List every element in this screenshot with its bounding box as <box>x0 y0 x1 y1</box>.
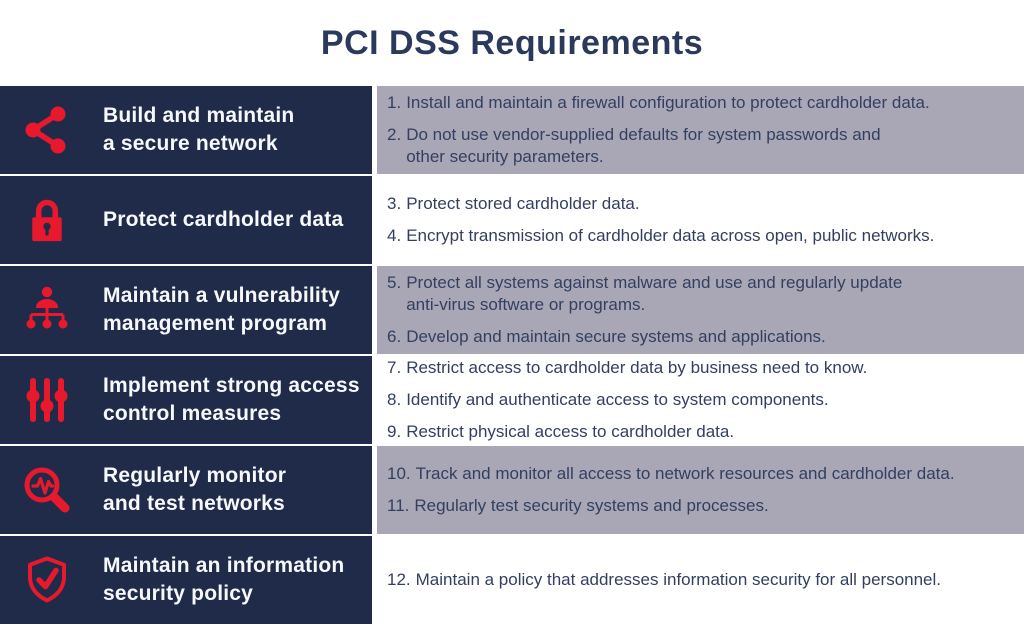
table-row: Maintain a vulnerability management prog… <box>0 266 1024 354</box>
category-cell: Maintain a vulnerability management prog… <box>0 266 372 354</box>
category-label: Build and maintain a secure network <box>103 104 295 155</box>
category-label: Maintain an information security policy <box>103 554 345 605</box>
requirement-text: Regularly test security systems and proc… <box>414 496 769 515</box>
requirement-item: 1. Install and maintain a firewall confi… <box>387 92 1020 114</box>
shield-check-icon <box>0 555 93 605</box>
requirements-cell: 5. Protect all systems against malware a… <box>377 266 1024 354</box>
requirement-item: 10. Track and monitor all access to netw… <box>387 463 1020 485</box>
requirement-text: Restrict access to cardholder data by bu… <box>406 358 868 378</box>
requirement-item: 8. Identify and authenticate access to s… <box>387 389 1020 411</box>
category-cell: Regularly monitor and test networks <box>0 446 372 534</box>
requirement-text: Restrict physical access to cardholder d… <box>406 421 735 441</box>
page-title: PCI DSS Requirements <box>320 23 704 62</box>
header: PCI DSS Requirements <box>0 0 1024 86</box>
requirement-number: 6. <box>387 326 402 346</box>
category-cell: Maintain an information security policy <box>0 536 372 624</box>
monitor-search-icon <box>0 465 93 515</box>
requirement-item: 7. Restrict access to cardholder data by… <box>387 357 1020 379</box>
category-cell: Build and maintain a secure network <box>0 86 372 174</box>
table-row: Regularly monitor and test networks 10. … <box>0 446 1024 534</box>
requirement-number: 12. <box>387 570 411 590</box>
requirements-cell: 3. Protect stored cardholder data. 4. En… <box>377 176 1024 264</box>
table-row: Maintain an information security policy … <box>0 536 1024 624</box>
category-label: Regularly monitor and test networks <box>103 464 287 515</box>
padlock-icon <box>0 195 93 245</box>
requirement-number: 8. <box>387 390 402 410</box>
requirement-number: 10. <box>387 464 411 484</box>
requirement-text: Encrypt transmission of cardholder data … <box>406 226 935 245</box>
category-cell: Implement strong access control measures <box>0 356 372 444</box>
requirement-item: 9. Restrict physical access to cardholde… <box>387 421 1020 443</box>
org-chart-person-icon <box>0 285 93 335</box>
table-row: Protect cardholder data 3. Protect store… <box>0 176 1024 264</box>
requirement-text: Protect all systems against malware and … <box>406 273 903 315</box>
requirement-item: 11. Regularly test security systems and … <box>387 495 1020 517</box>
share-network-icon <box>0 105 93 155</box>
requirement-text: Track and monitor all access to network … <box>415 464 955 484</box>
requirement-item: 6. Develop and maintain secure systems a… <box>387 326 1020 348</box>
requirement-text: Install and maintain a firewall configur… <box>406 93 930 113</box>
requirement-number: 2. <box>387 125 402 145</box>
category-label: Protect cardholder data <box>103 208 344 232</box>
requirement-number: 1. <box>387 93 402 113</box>
requirement-number: 4. <box>387 226 402 245</box>
requirements-cell: 1. Install and maintain a firewall confi… <box>377 86 1024 174</box>
requirements-cell: 10. Track and monitor all access to netw… <box>377 446 1024 534</box>
requirements-cell: 7. Restrict access to cardholder data by… <box>377 356 1024 444</box>
requirement-number: 5. <box>387 273 402 293</box>
requirements-cell: 12. Maintain a policy that addresses inf… <box>377 536 1024 624</box>
sliders-icon <box>0 375 93 425</box>
requirement-text: Develop and maintain secure systems and … <box>406 326 826 346</box>
requirement-number: 11. <box>387 496 410 515</box>
category-label: Implement strong access control measures <box>103 374 360 425</box>
table-row: Build and maintain a secure network 1. I… <box>0 86 1024 174</box>
requirement-item: 12. Maintain a policy that addresses inf… <box>387 569 1020 591</box>
category-cell: Protect cardholder data <box>0 176 372 264</box>
requirement-number: 3. <box>387 194 402 214</box>
requirement-item: 2. Do not use vendor-supplied defaults f… <box>387 124 1020 168</box>
requirement-text: Protect stored cardholder data. <box>406 194 640 214</box>
requirement-text: Do not use vendor-supplied defaults for … <box>406 125 881 166</box>
requirement-text: Maintain a policy that addresses informa… <box>415 570 942 590</box>
requirements-table: Build and maintain a secure network 1. I… <box>0 86 1024 624</box>
requirement-number: 9. <box>387 421 402 441</box>
requirement-item: 3. Protect stored cardholder data. <box>387 193 1020 215</box>
requirement-item: 4. Encrypt transmission of cardholder da… <box>387 225 1020 247</box>
category-label: Maintain a vulnerability management prog… <box>103 284 341 335</box>
requirement-number: 7. <box>387 358 402 378</box>
table-row: Implement strong access control measures… <box>0 356 1024 444</box>
requirement-item: 5. Protect all systems against malware a… <box>387 272 1020 316</box>
requirement-text: Identify and authenticate access to syst… <box>406 390 829 410</box>
